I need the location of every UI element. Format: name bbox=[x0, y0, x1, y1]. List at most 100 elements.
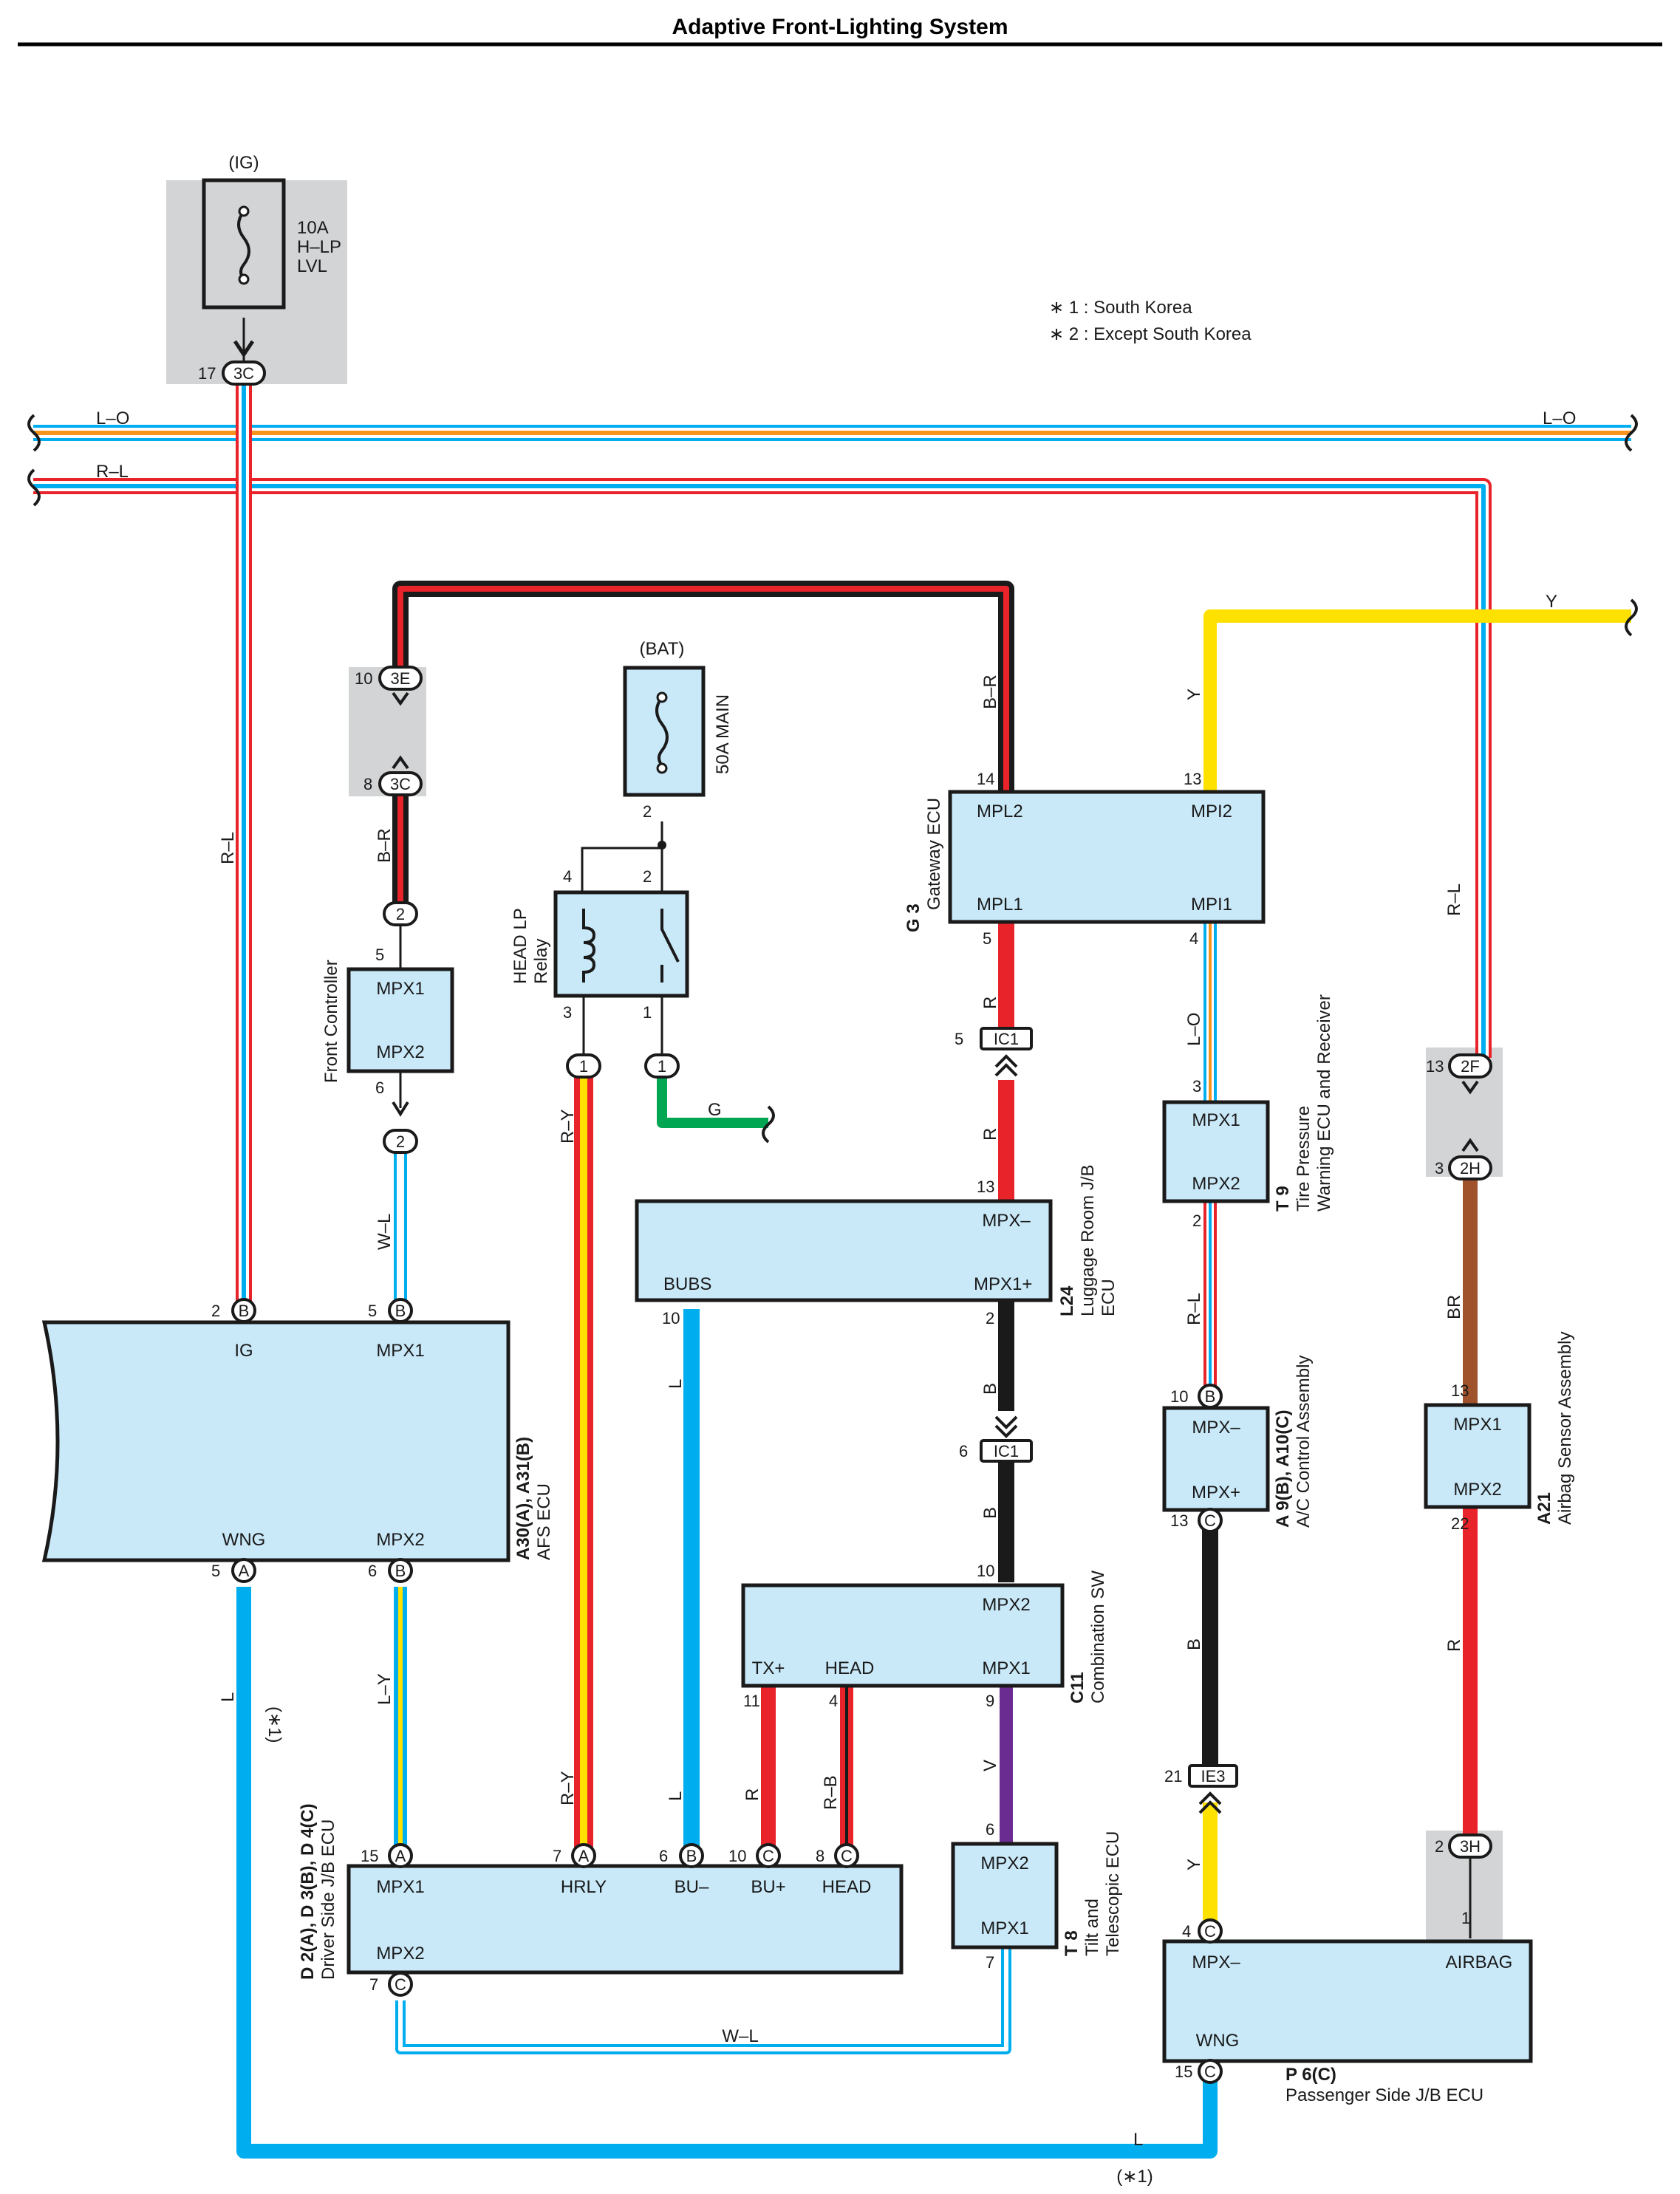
svg-text:AIRBAG: AIRBAG bbox=[1446, 1952, 1513, 1972]
svg-text:B: B bbox=[395, 1562, 406, 1580]
svg-text:Relay: Relay bbox=[531, 939, 551, 984]
passenger-jb-ecu: MPX– AIRBAG WNG C 4 1 C 15 P 6(C) Passen… bbox=[1162, 1909, 1533, 2105]
wire-l-wng bbox=[236, 1587, 1218, 2159]
svg-text:HEAD: HEAD bbox=[822, 1877, 872, 1897]
svg-text:2: 2 bbox=[1192, 1212, 1201, 1230]
svg-text:T 8: T 8 bbox=[1062, 1930, 1082, 1956]
svg-text:W–L: W–L bbox=[375, 1214, 395, 1250]
svg-text:(IG): (IG) bbox=[228, 153, 259, 173]
wire-wl-tilt bbox=[395, 1947, 1011, 2054]
svg-text:Gateway ECU: Gateway ECU bbox=[924, 798, 944, 910]
svg-text:10: 10 bbox=[662, 1309, 680, 1327]
svg-text:MPX1: MPX1 bbox=[1453, 1415, 1501, 1435]
svg-text:13: 13 bbox=[977, 1178, 994, 1196]
svg-text:WNG: WNG bbox=[1196, 2031, 1240, 2051]
svg-text:(BAT): (BAT) bbox=[640, 639, 685, 659]
svg-text:Airbag Sensor Assembly: Airbag Sensor Assembly bbox=[1555, 1332, 1575, 1525]
svg-text:C: C bbox=[762, 1847, 774, 1865]
svg-text:2: 2 bbox=[643, 802, 652, 821]
svg-text:W–L: W–L bbox=[722, 2026, 758, 2046]
svg-text:MPX2: MPX2 bbox=[1192, 1174, 1240, 1194]
svg-text:LVL: LVL bbox=[297, 256, 327, 276]
svg-text:L: L bbox=[218, 1692, 238, 1702]
svg-text:5: 5 bbox=[375, 946, 384, 964]
svg-text:IG: IG bbox=[234, 1341, 253, 1361]
connector-ovals: 3C 17 3E 10 3C 8 2 2 1 1 IC1 5 IC1 6 2F … bbox=[198, 360, 1492, 1859]
luggage-jb-ecu: MPX– BUBS MPX1+ 13 10 2 L24 Luggage Room… bbox=[635, 1165, 1119, 1327]
svg-text:ECU: ECU bbox=[1099, 1279, 1119, 1316]
svg-text:MPX–: MPX– bbox=[1192, 1952, 1240, 1972]
wire-rl-bus bbox=[33, 478, 1492, 1058]
svg-text:MPI1: MPI1 bbox=[1191, 895, 1232, 915]
svg-text:10: 10 bbox=[977, 1562, 994, 1580]
svg-text:Y: Y bbox=[1546, 592, 1557, 612]
ac-control: MPX– MPX+ B 10 C 13 A 9(B), A10(C) A/C C… bbox=[1162, 1356, 1314, 1533]
svg-text:2: 2 bbox=[396, 905, 405, 923]
svg-text:L–O: L–O bbox=[1543, 409, 1576, 428]
svg-text:Telescopic ECU: Telescopic ECU bbox=[1103, 1831, 1123, 1956]
svg-text:HEAD: HEAD bbox=[825, 1658, 875, 1678]
svg-text:7: 7 bbox=[369, 1975, 378, 1994]
svg-text:4: 4 bbox=[1182, 1922, 1191, 1941]
svg-text:A30(A), A31(B): A30(A), A31(B) bbox=[513, 1437, 533, 1560]
svg-text:HRLY: HRLY bbox=[561, 1877, 607, 1897]
ig-fuse-area bbox=[166, 180, 347, 384]
svg-text:13: 13 bbox=[1426, 1057, 1444, 1076]
svg-text:1: 1 bbox=[658, 1057, 666, 1076]
svg-text:(∗1): (∗1) bbox=[264, 1706, 284, 1743]
svg-text:13: 13 bbox=[1184, 770, 1201, 788]
svg-text:MPX2: MPX2 bbox=[376, 1042, 424, 1062]
svg-text:B: B bbox=[239, 1302, 250, 1320]
svg-text:13: 13 bbox=[1451, 1381, 1469, 1400]
svg-text:3: 3 bbox=[1435, 1159, 1444, 1178]
svg-text:C: C bbox=[1204, 1511, 1216, 1530]
bat-fuse: (BAT) 50A MAIN 2 bbox=[623, 639, 733, 821]
svg-text:8: 8 bbox=[816, 1847, 824, 1865]
svg-text:Tire Pressure: Tire Pressure bbox=[1294, 1106, 1314, 1212]
svg-text:5: 5 bbox=[368, 1302, 377, 1320]
svg-text:8: 8 bbox=[363, 775, 372, 793]
svg-text:3: 3 bbox=[1192, 1077, 1201, 1096]
svg-text:R: R bbox=[742, 1788, 762, 1801]
svg-text:L: L bbox=[666, 1791, 686, 1801]
svg-text:3C: 3C bbox=[233, 364, 254, 383]
svg-text:2H: 2H bbox=[1460, 1159, 1481, 1178]
svg-text:WNG: WNG bbox=[222, 1530, 266, 1550]
svg-text:B: B bbox=[980, 1507, 1000, 1519]
svg-text:Front Controller: Front Controller bbox=[321, 960, 341, 1083]
svg-text:Combination SW: Combination SW bbox=[1088, 1571, 1108, 1703]
svg-text:B: B bbox=[1184, 1638, 1204, 1650]
svg-text:10A: 10A bbox=[297, 218, 329, 238]
svg-text:A: A bbox=[239, 1562, 250, 1580]
svg-text:MPX1+: MPX1+ bbox=[974, 1274, 1032, 1294]
svg-text:IC1: IC1 bbox=[994, 1030, 1019, 1048]
svg-text:R–L: R–L bbox=[218, 832, 238, 864]
svg-text:1: 1 bbox=[1461, 1909, 1470, 1927]
svg-text:4: 4 bbox=[1189, 929, 1198, 948]
svg-text:MPX1: MPX1 bbox=[980, 1918, 1028, 1938]
tilt-telescopic-ecu: MPX2 MPX1 6 7 T 8 Tilt and Telescopic EC… bbox=[951, 1820, 1123, 1972]
svg-text:T 9: T 9 bbox=[1273, 1186, 1293, 1212]
svg-text:Tilt and: Tilt and bbox=[1082, 1899, 1102, 1956]
svg-text:TX+: TX+ bbox=[752, 1658, 785, 1678]
svg-text:6: 6 bbox=[659, 1847, 668, 1865]
tpms-ecu: MPX1 MPX2 3 2 T 9 Tire Pressure Warning … bbox=[1162, 994, 1334, 1230]
svg-text:R: R bbox=[980, 1128, 1000, 1141]
page-title: Adaptive Front-Lighting System bbox=[672, 15, 1008, 39]
svg-text:9: 9 bbox=[986, 1692, 994, 1710]
svg-text:MPX–: MPX– bbox=[982, 1211, 1031, 1231]
svg-text:G: G bbox=[708, 1100, 722, 1120]
svg-text:7: 7 bbox=[986, 1953, 994, 1972]
svg-text:MPX2: MPX2 bbox=[980, 1853, 1028, 1873]
svg-text:10: 10 bbox=[1170, 1387, 1188, 1406]
svg-text:R–B: R–B bbox=[821, 1775, 841, 1810]
svg-text:15: 15 bbox=[361, 1847, 378, 1865]
svg-text:MPL1: MPL1 bbox=[977, 895, 1023, 915]
airbag-sensor: MPX1 MPX2 13 22 A21 Airbag Sensor Assemb… bbox=[1424, 1332, 1575, 1533]
svg-text:Y: Y bbox=[1184, 688, 1204, 700]
svg-text:MPX2: MPX2 bbox=[376, 1944, 424, 1964]
svg-text:R: R bbox=[1444, 1639, 1464, 1652]
svg-text:B–R: B–R bbox=[375, 828, 395, 863]
svg-text:17: 17 bbox=[198, 364, 216, 383]
